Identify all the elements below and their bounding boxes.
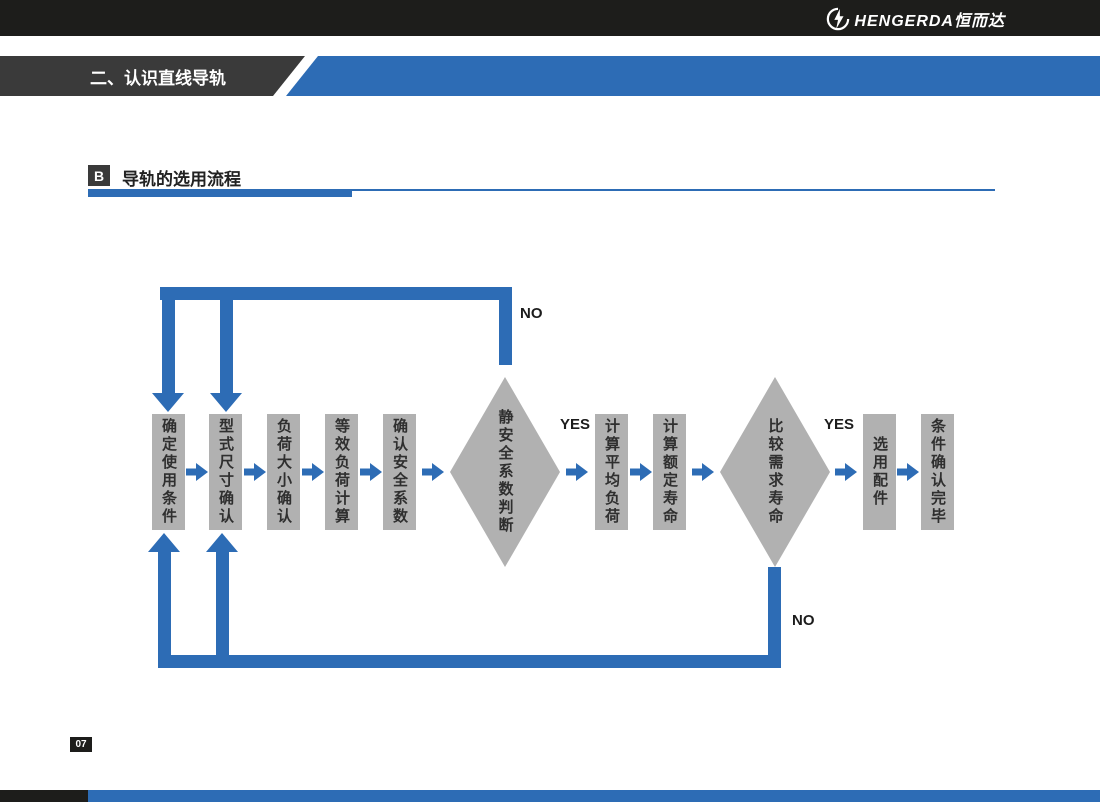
flow-step-4: 等效负荷计算 (325, 414, 358, 530)
flow-step-label: 选用配件 (871, 436, 888, 508)
logo-icon (827, 7, 850, 31)
flow-step-3: 负荷大小确认 (267, 414, 300, 530)
flow-step-label: 型式尺寸确认 (217, 418, 234, 526)
down-arrow-icon (152, 393, 184, 412)
feedback-line-bottom-rise-2 (216, 552, 229, 655)
bottom-bar-blue (88, 790, 1100, 802)
section-title: 导轨的选用流程 (122, 170, 241, 189)
flow-decision-label: 静安全系数判断 (496, 409, 514, 535)
up-arrow-icon (206, 533, 238, 552)
up-arrow-icon (148, 533, 180, 552)
right-arrow-icon (835, 463, 857, 481)
flow-step-label: 确定使用条件 (160, 418, 177, 526)
feedback-line-bottom-horizontal (158, 655, 781, 668)
feedback-line-bottom-rise-1 (158, 552, 171, 655)
right-arrow-icon (186, 463, 208, 481)
right-arrow-icon (422, 463, 444, 481)
feedback-line-top-drop-2 (220, 287, 233, 394)
down-arrow-icon (210, 393, 242, 412)
flow-step-label: 计算平均负荷 (603, 418, 620, 526)
no-label-bottom: NO (792, 612, 815, 629)
header-title-band: 二、认识直线导轨 (0, 56, 305, 96)
right-arrow-icon (360, 463, 382, 481)
flow-decision-1: 静安全系数判断 (450, 377, 560, 567)
logo-text: HENGERDA恒而达 (854, 13, 1005, 30)
flow-step-2: 型式尺寸确认 (209, 414, 242, 530)
flow-step-label: 条件确认完毕 (929, 418, 946, 526)
flow-step-7: 计算额定寿命 (653, 414, 686, 530)
right-arrow-icon (566, 463, 588, 481)
right-arrow-icon (630, 463, 652, 481)
top-bar (0, 0, 1100, 36)
flow-step-label: 确认安全系数 (391, 418, 408, 526)
flow-step-label: 计算额定寿命 (661, 418, 678, 526)
page-number: 07 (70, 737, 92, 752)
brand-logo: HENGERDA恒而达 (826, 7, 1005, 31)
flow-step-1: 确定使用条件 (152, 414, 185, 530)
right-arrow-icon (302, 463, 324, 481)
feedback-line-bottom-right-vertical (768, 567, 781, 655)
flow-step-label: 等效负荷计算 (333, 418, 350, 526)
flow-step-9: 条件确认完毕 (921, 414, 954, 530)
yes-label-2: YES (824, 416, 855, 433)
flow-step-5: 确认安全系数 (383, 414, 416, 530)
no-label-top: NO (520, 305, 543, 322)
flow-step-label: 负荷大小确认 (275, 418, 292, 526)
feedback-line-top-drop-1 (162, 287, 175, 394)
page-title: 二、认识直线导轨 (90, 68, 226, 88)
yes-label-1: YES (560, 416, 591, 433)
flow-step-6: 计算平均负荷 (595, 414, 628, 530)
bottom-bar-dark (0, 790, 88, 802)
right-arrow-icon (244, 463, 266, 481)
flow-step-8: 选用配件 (863, 414, 896, 530)
header-blue-band (286, 56, 1100, 96)
flow-decision-label: 比较需求寿命 (766, 418, 784, 526)
section-badge: B (88, 165, 110, 186)
title-underline-thin (352, 189, 995, 191)
flow-decision-2: 比较需求寿命 (720, 377, 830, 567)
feedback-line-top-right-vertical (499, 287, 512, 365)
feedback-line-top-horizontal (160, 287, 512, 300)
title-underline-thick (88, 189, 352, 197)
right-arrow-icon (692, 463, 714, 481)
right-arrow-icon (897, 463, 919, 481)
